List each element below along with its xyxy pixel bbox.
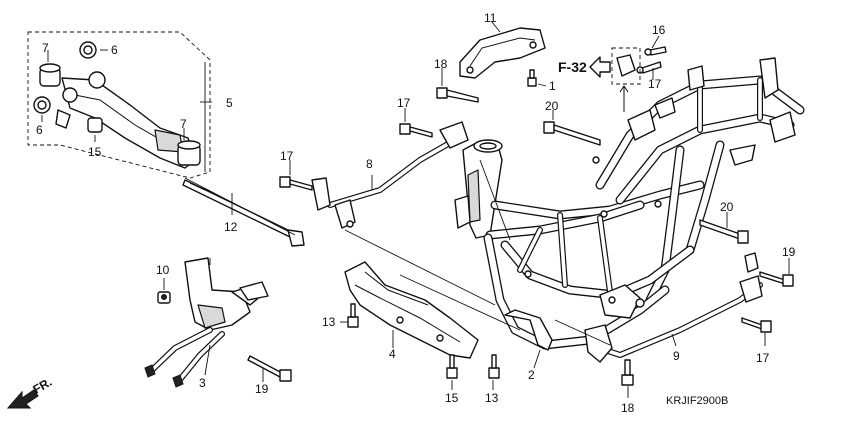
callout-12: 12 xyxy=(224,220,238,234)
callout-17-bottom: 18 xyxy=(621,401,635,415)
callout-14: 15 xyxy=(88,145,102,159)
bolt-17-upper[interactable] xyxy=(399,123,433,138)
heat-guard[interactable] xyxy=(344,261,479,359)
bolt-20-right[interactable] xyxy=(699,219,749,244)
callout-4: 4 xyxy=(389,347,396,361)
callout-17-right: 17 xyxy=(756,351,770,365)
callout-7-top: 7 xyxy=(42,41,49,55)
bolt-18-right[interactable] xyxy=(759,271,794,287)
callout-13-left: 13 xyxy=(322,315,336,329)
callout-16: 15 xyxy=(445,391,459,405)
reference-arrow xyxy=(589,56,611,78)
callout-18-upper: 18 xyxy=(434,57,448,71)
diagram-code: KRJIF2900B xyxy=(666,395,728,407)
clip-15-lower[interactable] xyxy=(636,61,662,74)
callout-9: 9 xyxy=(673,349,680,363)
engine-hanger-assembly[interactable] xyxy=(33,41,201,169)
callout-19: 19 xyxy=(255,382,269,396)
callout-13-bottom: 13 xyxy=(485,391,499,405)
long-bolt[interactable] xyxy=(182,179,305,247)
bolt-17-right[interactable] xyxy=(741,317,772,333)
fasteners xyxy=(157,46,794,386)
callout-6-left: 6 xyxy=(36,123,43,137)
callout-17-upper: 17 xyxy=(397,96,411,110)
screw-1[interactable] xyxy=(527,69,537,87)
bolt-16[interactable] xyxy=(446,354,458,379)
callout-20-right: 20 xyxy=(720,200,734,214)
bolt-13-bottom[interactable] xyxy=(488,354,500,379)
bolt-18-upper[interactable] xyxy=(436,87,479,103)
connection-lines xyxy=(184,159,611,346)
callout-7-right: 7 xyxy=(180,117,187,131)
callout-15-lower: 17 xyxy=(648,77,662,91)
stand-bracket[interactable] xyxy=(144,257,269,388)
bolt-20-upper[interactable] xyxy=(543,121,601,146)
nut-10[interactable] xyxy=(157,291,171,304)
clip-15-upper[interactable] xyxy=(644,46,667,56)
callout-15-upper: 16 xyxy=(652,23,666,37)
leader-lines xyxy=(41,21,790,398)
front-direction-arrow xyxy=(6,389,39,409)
callout-2: 2 xyxy=(528,368,535,382)
callout-11: 11 xyxy=(484,11,497,25)
front-stay[interactable] xyxy=(311,121,469,229)
bolt-17-left[interactable] xyxy=(279,176,313,191)
callout-5: 5 xyxy=(226,96,233,110)
lower-rear-stay[interactable] xyxy=(584,252,763,363)
callout-20-upper: 20 xyxy=(545,99,559,113)
callout-10: 10 xyxy=(156,263,170,277)
reference-f32: F-32 xyxy=(558,59,587,75)
frame-body[interactable] xyxy=(454,57,805,351)
callout-8: 8 xyxy=(366,157,373,171)
callout-18-right: 19 xyxy=(782,245,796,259)
callout-6-top: 6 xyxy=(111,43,118,57)
cover-plate[interactable] xyxy=(459,27,546,79)
callout-1: 1 xyxy=(549,79,556,93)
callout-17-left: 17 xyxy=(280,149,294,163)
bolt-19[interactable] xyxy=(247,355,292,382)
bolt-13-left[interactable] xyxy=(347,303,359,328)
callout-3: 3 xyxy=(199,376,206,390)
bolt-17-bottom[interactable] xyxy=(621,359,634,386)
